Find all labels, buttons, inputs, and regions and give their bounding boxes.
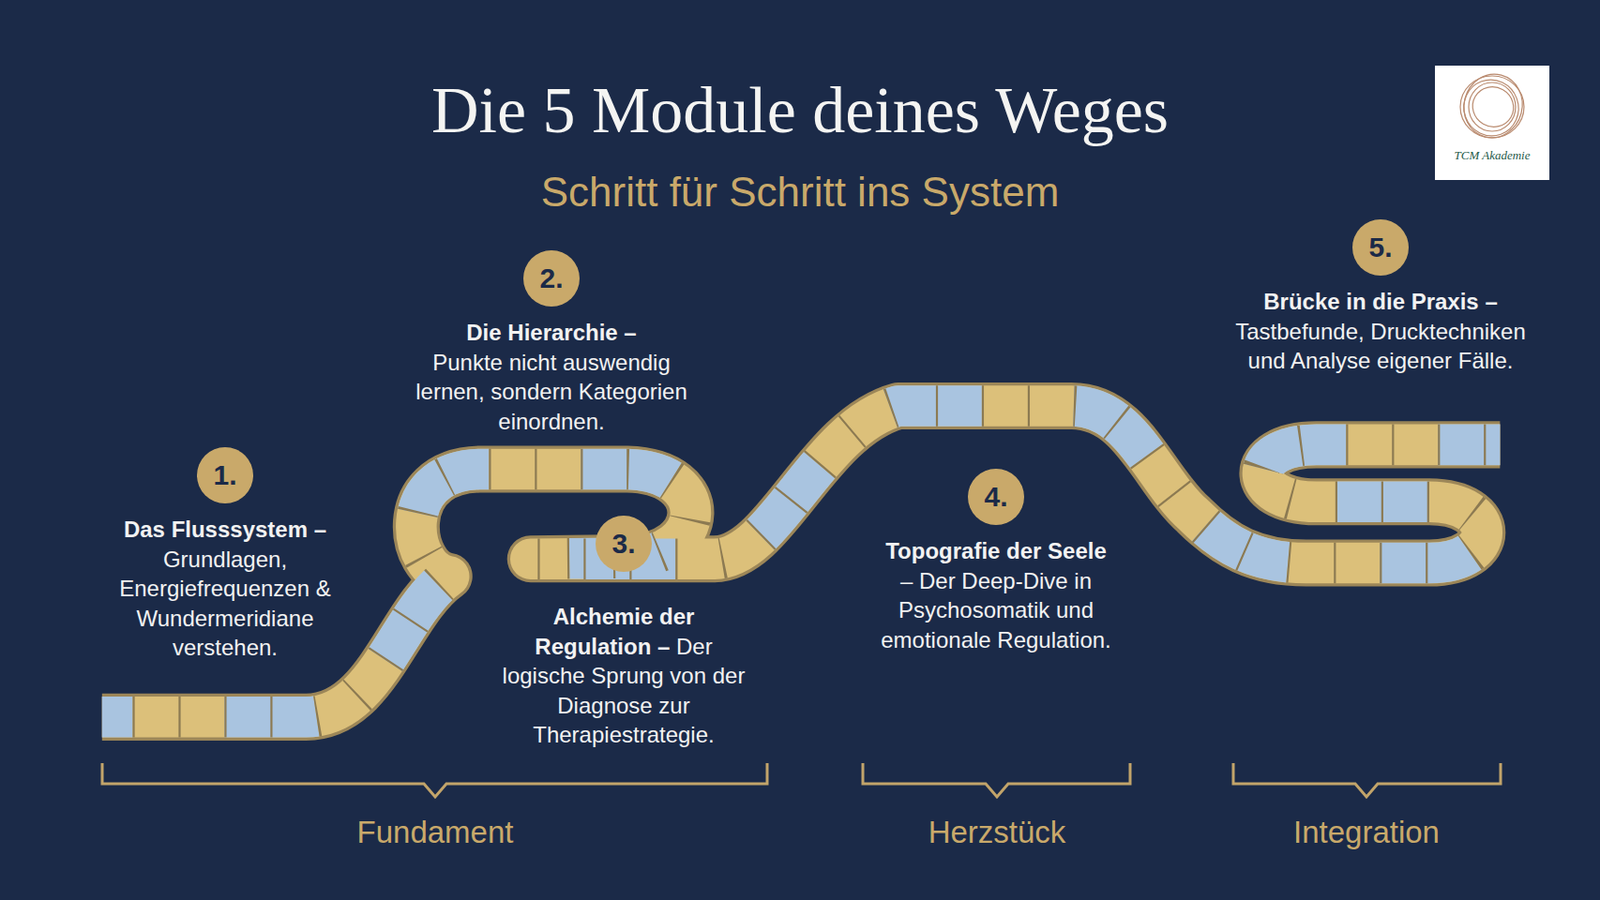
module-description: Grundlagen, Energiefrequenzen & Wunderme…: [119, 546, 332, 662]
module-heading: Brücke in die Praxis –: [1235, 286, 1526, 317]
road-tile-seams: [102, 406, 1501, 718]
module-text: Topografie der Seele– Der Deep-Dive in P…: [862, 536, 1131, 655]
callout-number: 1.: [196, 447, 254, 504]
module-heading: Topografie der Seele: [862, 536, 1131, 567]
logo: [1434, 65, 1550, 181]
module-text: Das Flusssystem –Grundlagen, Energiefreq…: [89, 514, 362, 664]
callout-number: 3.: [595, 515, 652, 573]
module-text: Alchemie der Regulation –Der logische Sp…: [492, 602, 755, 751]
callout-number: 2.: [523, 250, 580, 307]
module-step: 3. Alchemie der Regulation –Der logische …: [492, 515, 755, 751]
module-description: Punkte nicht auswendig lernen, sondern K…: [415, 349, 688, 435]
bracket: [1233, 763, 1501, 798]
module-step: 1. Das Flusssystem –Grundlagen, Energiefr…: [89, 447, 362, 664]
logo-rings: [1455, 67, 1529, 145]
module-text: Brücke in die Praxis –Tastbefunde, Druck…: [1235, 286, 1526, 377]
bracket: [102, 763, 768, 798]
callout-number: 5.: [1352, 219, 1409, 276]
road-gold: [102, 406, 1501, 718]
title: Die 5 Module deines Weges: [0, 73, 1600, 149]
section-label: Fundament: [357, 814, 514, 852]
section-label: Herzstück: [928, 814, 1067, 852]
brackets: [102, 763, 1501, 798]
subtitle: Schritt für Schritt ins System: [541, 166, 1060, 217]
module-step: 4. Topografie der Seele– Der Deep-Dive in…: [862, 468, 1131, 655]
bracket: [862, 763, 1131, 798]
module-step: 5. Brücke in die Praxis –Tastbefunde, Dru…: [1235, 219, 1526, 377]
module-heading: Die Hierarchie –: [401, 317, 702, 348]
module-heading: Das Flusssystem –: [89, 514, 362, 545]
road-border: [102, 406, 1501, 718]
module-description: – Der Deep-Dive in Psychosomatik und emo…: [880, 568, 1112, 653]
section-label: Integration: [1293, 814, 1440, 852]
road-blue-tiles: [102, 406, 1501, 718]
callout-number: 4.: [967, 468, 1025, 526]
module-step: 2. Die Hierarchie –Punkte nicht auswendig…: [401, 250, 702, 437]
logo-box: [1434, 65, 1550, 181]
logo-text: TCM Akademie: [1454, 148, 1531, 164]
module-heading: Alchemie der Regulation –: [534, 603, 695, 660]
module-text: Die Hierarchie –Punkte nicht auswendig l…: [401, 317, 702, 437]
module-description: Tastbefunde, Drucktechniken und Analyse …: [1235, 318, 1526, 375]
